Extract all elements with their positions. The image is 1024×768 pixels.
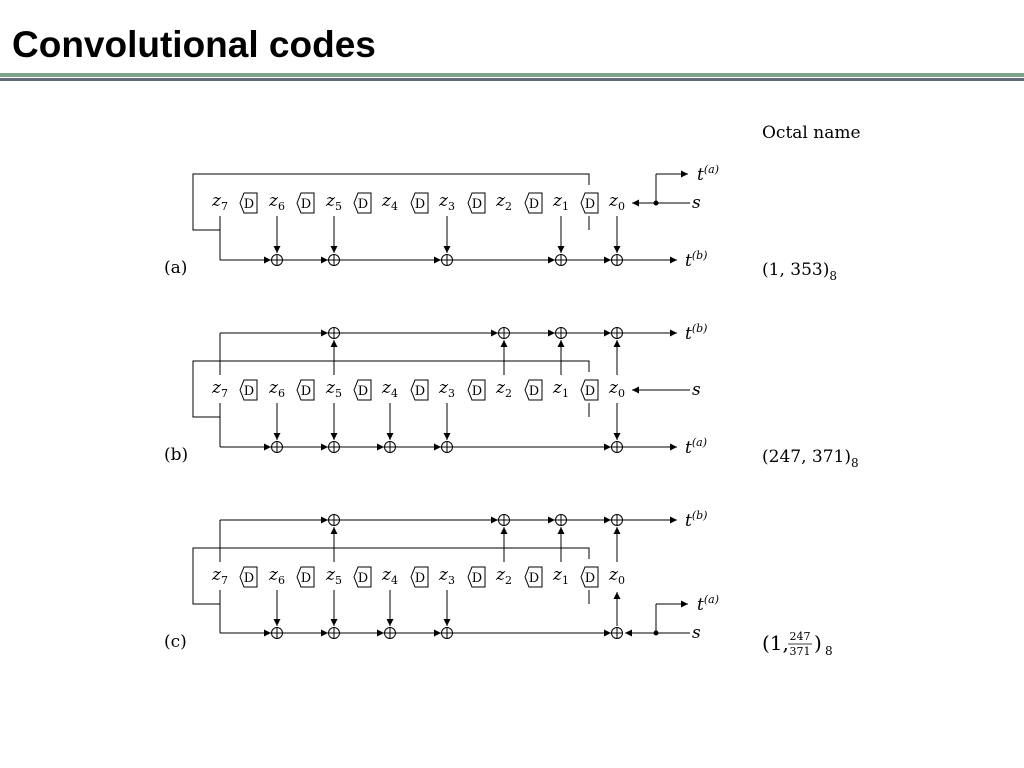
delay-box xyxy=(296,566,315,588)
input-s-b: s xyxy=(692,380,701,400)
input-s-a: s xyxy=(692,193,701,213)
delay-label: D xyxy=(415,571,425,586)
svg-text:(1,: (1, xyxy=(762,631,789,655)
delay-label: D xyxy=(585,384,595,399)
register-cell-z4: z4 xyxy=(381,191,398,213)
octal-a: (1, 353)8 xyxy=(762,260,837,283)
register-cell-z7: z7 xyxy=(211,378,228,400)
output-tb-c: t(b) xyxy=(685,509,707,531)
register-cell-z3: z3 xyxy=(438,565,455,587)
register-cell-z7: z7 xyxy=(211,565,228,587)
delay-box xyxy=(580,566,599,588)
delay-label: D xyxy=(472,384,482,399)
delay-label: D xyxy=(244,571,254,586)
register-cell-z1: z1 xyxy=(552,191,569,213)
title-rule-bottom xyxy=(0,78,1024,81)
panel-a xyxy=(192,170,690,264)
delay-label: D xyxy=(301,571,311,586)
output-ta-b: t(a) xyxy=(685,436,707,458)
delay-box xyxy=(239,566,258,588)
register-cell-z4: z4 xyxy=(381,565,398,587)
delay-label: D xyxy=(585,571,595,586)
delay-box xyxy=(353,379,372,401)
output-tb-a: t(b) xyxy=(685,249,707,271)
delay-label: D xyxy=(472,571,482,586)
panel-a-label: (a) xyxy=(164,258,187,278)
delay-box xyxy=(353,566,372,588)
delay-box xyxy=(580,192,599,214)
register-cell-z5: z5 xyxy=(325,191,342,213)
register-cell-z6: z6 xyxy=(268,191,285,213)
register-cell-z7: z7 xyxy=(211,191,228,213)
output-tb-b: t(b) xyxy=(685,322,707,344)
register-cell-z2: z2 xyxy=(495,191,512,213)
delay-box xyxy=(580,379,599,401)
register-cell-z2: z2 xyxy=(495,565,512,587)
delay-box xyxy=(410,192,429,214)
delay-label: D xyxy=(244,384,254,399)
delay-label: D xyxy=(472,197,482,212)
output-ta-a: t(a) xyxy=(697,163,719,185)
delay-box xyxy=(524,192,543,214)
register-cell-z5: z5 xyxy=(325,378,342,400)
delay-label: D xyxy=(301,197,311,212)
register-cell-z1: z1 xyxy=(552,565,569,587)
register-cell-z0: z0 xyxy=(608,191,625,213)
register-cell-z5: z5 xyxy=(325,565,342,587)
svg-text:371: 371 xyxy=(790,645,811,658)
octal-c: (1, 247 371 ) 8 xyxy=(762,630,833,658)
octal-name-header: Octal name xyxy=(762,123,861,143)
register-cell-z6: z6 xyxy=(268,378,285,400)
delay-box xyxy=(524,566,543,588)
delay-label: D xyxy=(529,571,539,586)
delay-box xyxy=(524,379,543,401)
delay-label: D xyxy=(358,384,368,399)
title-rule-top xyxy=(0,73,1024,77)
register-cell-z0: z0 xyxy=(608,378,625,400)
register-cell-z3: z3 xyxy=(438,378,455,400)
register-cell-z3: z3 xyxy=(438,191,455,213)
delay-box xyxy=(296,192,315,214)
input-s-c: s xyxy=(692,623,701,643)
delay-box xyxy=(410,379,429,401)
register-cell-z2: z2 xyxy=(495,378,512,400)
svg-text:247: 247 xyxy=(790,630,811,643)
output-ta-c: t(a) xyxy=(697,593,719,615)
svg-text:8: 8 xyxy=(825,644,833,658)
panel-b xyxy=(192,329,690,451)
svg-text:): ) xyxy=(814,631,822,655)
register-cell-z6: z6 xyxy=(268,565,285,587)
delay-label: D xyxy=(585,197,595,212)
delay-box xyxy=(239,192,258,214)
delay-label: D xyxy=(301,384,311,399)
delay-label: D xyxy=(358,571,368,586)
delay-label: D xyxy=(358,197,368,212)
octal-b: (247, 371)8 xyxy=(762,447,859,470)
register-cell-z1: z1 xyxy=(552,378,569,400)
delay-box xyxy=(467,192,486,214)
delay-label: D xyxy=(529,197,539,212)
delay-box xyxy=(467,379,486,401)
delay-label: D xyxy=(415,384,425,399)
delay-box xyxy=(410,566,429,588)
panel-b-label: (b) xyxy=(164,445,188,465)
panel-c-label: (c) xyxy=(164,632,187,652)
delay-label: D xyxy=(415,197,425,212)
panel-c xyxy=(192,516,690,637)
delay-box xyxy=(296,379,315,401)
delay-box xyxy=(239,379,258,401)
delay-label: D xyxy=(529,384,539,399)
register-cell-z4: z4 xyxy=(381,378,398,400)
page-title: Convolutional codes xyxy=(12,24,376,65)
delay-box xyxy=(467,566,486,588)
delay-box xyxy=(353,192,372,214)
register-cell-z0: z0 xyxy=(608,565,625,587)
delay-label: D xyxy=(244,197,254,212)
